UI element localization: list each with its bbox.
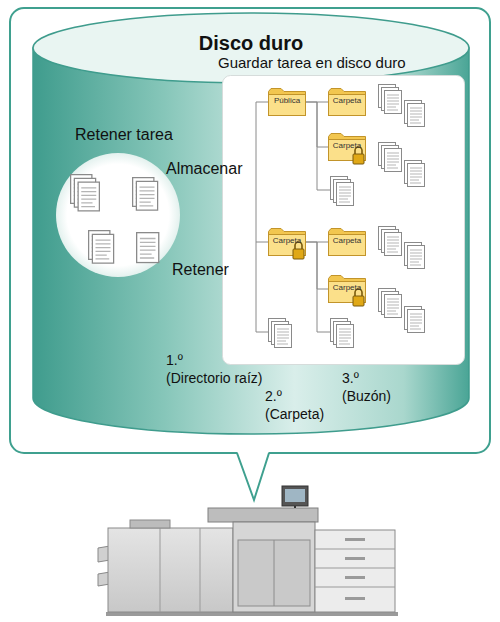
document-stack [405, 243, 425, 269]
locked-folder-icon: Carpeta [328, 133, 366, 161]
callout-pointer [237, 453, 269, 500]
tree-connector [306, 242, 328, 289]
root-line [256, 102, 257, 332]
folder-icon: Carpeta [328, 88, 366, 116]
padlock-body [353, 154, 364, 164]
node-label: Carpeta [268, 236, 306, 245]
callout-pointer-fill [237, 451, 269, 500]
box-panel [223, 76, 465, 365]
tree-connector [306, 242, 328, 243]
drawer-line [315, 568, 395, 569]
drawer-line [315, 587, 395, 588]
tree-connector [306, 102, 328, 147]
panel-seam [200, 528, 201, 612]
folder-front [329, 95, 366, 116]
hold-circle: Retener tarea [56, 153, 180, 277]
drawer-handle [345, 557, 365, 560]
storage-box-outline [222, 75, 465, 365]
panel-seam [160, 528, 161, 612]
drawer-handle [345, 538, 365, 541]
root-branch [256, 102, 268, 332]
drawer-handle [345, 576, 365, 579]
callout-frame [10, 8, 490, 453]
node-label: Pública [268, 96, 306, 105]
folder-front [329, 235, 366, 256]
cylinder-top [33, 13, 469, 83]
folder-back [329, 89, 366, 116]
folder-back [269, 89, 306, 116]
storage-box: Guardar tarea en disco duroPúblicaCarpet… [222, 75, 465, 365]
document-stack [379, 143, 402, 172]
folder-icon: Pública [268, 88, 306, 116]
drawer-handle [345, 597, 365, 600]
folder-front [269, 95, 306, 116]
tree-lines [256, 102, 330, 332]
printer-base [106, 612, 398, 616]
scanner-unit [208, 508, 318, 522]
document-stack [379, 289, 402, 318]
node-label: Carpeta [328, 283, 366, 292]
held-jobs [89, 231, 114, 264]
folder-back [329, 229, 366, 256]
printer-illustration [98, 486, 398, 616]
document-stack [331, 177, 354, 206]
document-stack [405, 101, 425, 127]
document-stack [405, 307, 425, 333]
disk-cylinder: Disco duroGuardar tarea en disco duroPúb… [32, 12, 470, 434]
held-jobs [71, 175, 100, 211]
document-stack [269, 319, 292, 348]
padlock-body [353, 296, 364, 306]
front-door [238, 540, 310, 606]
document-stack [379, 85, 402, 114]
cylinder-body [33, 48, 469, 434]
panel-stand [294, 506, 296, 508]
held-jobs [133, 178, 158, 211]
circle-disc [56, 153, 180, 277]
document-stack [379, 227, 402, 256]
node-label: Carpeta [328, 236, 366, 245]
folder-icon: Carpeta [328, 228, 366, 256]
folder-branch [317, 102, 330, 190]
control-panel [282, 486, 308, 506]
hold-circle-outline [56, 153, 180, 277]
main-engine [233, 522, 315, 612]
door-seam [274, 540, 275, 606]
panel-screen [285, 489, 305, 502]
document-stack [331, 319, 354, 348]
held-jobs [137, 233, 159, 263]
node-label: Carpeta [328, 96, 366, 105]
top-tray [130, 520, 170, 528]
padlock-body [293, 249, 304, 259]
node-label: Disco duro [32, 32, 470, 55]
node-label: Carpeta [328, 141, 366, 150]
finisher-unit [108, 528, 233, 612]
node-label: Guardar tarea en disco duro [218, 54, 406, 71]
locked-folder-icon: Carpeta [268, 228, 306, 256]
paper-feeder [315, 530, 395, 612]
document-stack [405, 161, 425, 187]
locked-folder-icon: Carpeta [328, 275, 366, 303]
tree-connector [306, 102, 328, 103]
drawer-line [315, 549, 395, 550]
node-label: Retener tarea [75, 126, 173, 144]
folder-branch [317, 242, 330, 332]
